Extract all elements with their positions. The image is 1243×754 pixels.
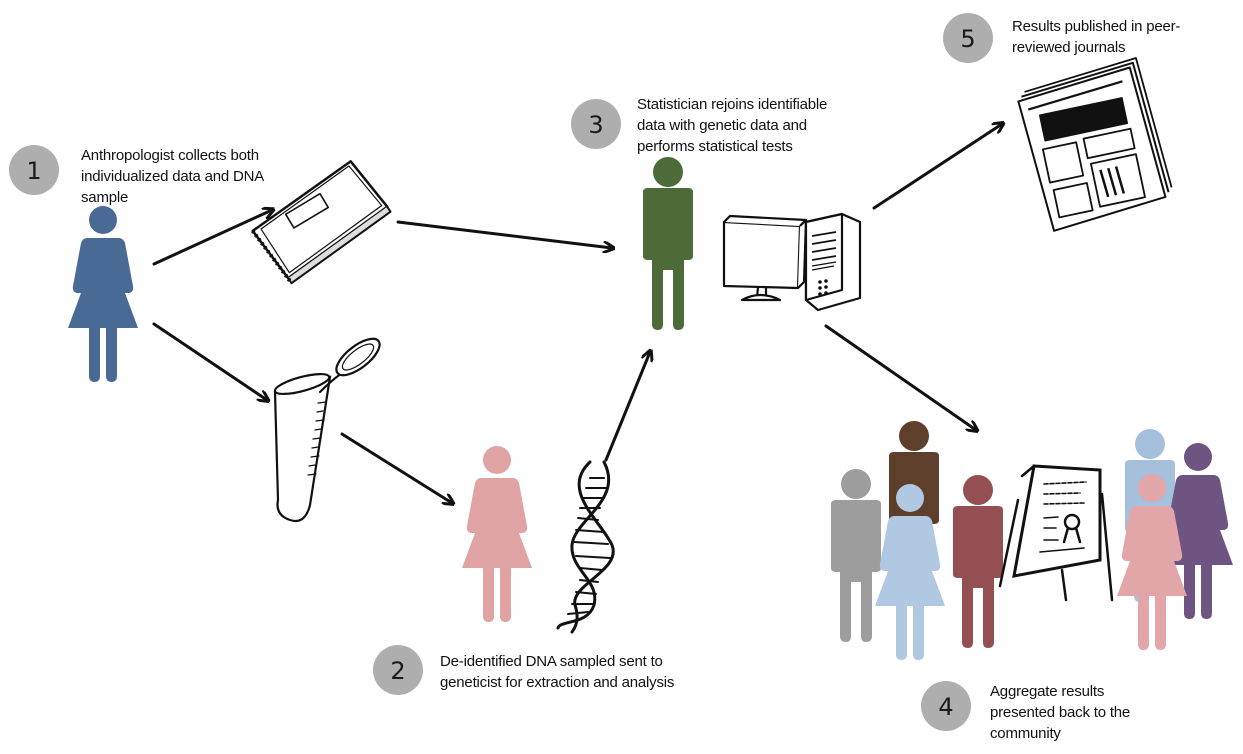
arrow-anthropologist-to-notebook	[152, 210, 272, 266]
step-4-number: 4	[938, 693, 953, 721]
step-2-caption: De-identified DNA sampled sent to geneti…	[440, 651, 674, 693]
caption-line: Results published in peer-	[1012, 18, 1181, 35]
poster-icon	[998, 464, 1114, 602]
step-4-caption: Aggregate results presented back to the …	[990, 681, 1130, 744]
step-5-number: 5	[960, 25, 975, 53]
caption-line: Aggregate results	[990, 683, 1105, 700]
step-4-circle: 4	[921, 681, 971, 731]
step-3-number: 3	[588, 111, 603, 139]
newspaper-icon	[1017, 57, 1173, 232]
arrow-computer-to-community	[824, 324, 976, 430]
anthropologist-icon	[68, 206, 138, 382]
arrow-dna-to-statistician	[604, 352, 650, 462]
community-person-maroon	[953, 475, 1003, 648]
caption-line: Statistician rejoins identifiable	[637, 96, 828, 113]
arrows	[152, 124, 1002, 503]
step-5-caption: Results published in peer- reviewed jour…	[1012, 16, 1180, 58]
caption-line: performs statistical tests	[637, 138, 793, 155]
dna-icon	[556, 460, 615, 634]
computer-icon	[722, 212, 862, 312]
step-1-number: 1	[26, 157, 41, 185]
step-2-circle: 2	[373, 645, 423, 695]
arrow-tube-to-geneticist	[340, 432, 452, 503]
caption-line: sample	[81, 189, 129, 206]
community-person-gray	[831, 469, 881, 642]
caption-line: data with genetic data and	[637, 117, 807, 134]
step-2-number: 2	[390, 657, 405, 685]
caption-line: reviewed journals	[1012, 39, 1126, 56]
step-5-circle: 5	[943, 13, 993, 63]
caption-line: De-identified DNA sampled sent to	[440, 653, 663, 670]
step-3-caption: Statistician rejoins identifiable data w…	[637, 94, 827, 157]
geneticist-icon	[462, 446, 532, 622]
notebook-icon	[251, 160, 392, 285]
step-1-caption: Anthropologist collects both individuali…	[81, 145, 264, 208]
community-group	[831, 421, 1233, 660]
caption-line: geneticist for extraction and analysis	[440, 674, 675, 691]
arrow-notebook-to-statistician	[396, 220, 612, 248]
caption-line: community	[990, 725, 1061, 742]
step-1-circle: 1	[9, 145, 59, 195]
caption-line: individualized data and DNA	[81, 168, 265, 185]
arrow-anthropologist-to-tube	[152, 322, 267, 400]
test-tube-icon	[273, 337, 381, 523]
statistician-icon	[643, 157, 693, 330]
step-3-circle: 3	[571, 99, 621, 149]
arrow-computer-to-journal	[872, 124, 1002, 210]
caption-line: presented back to the	[990, 704, 1131, 721]
caption-line: Anthropologist collects both	[81, 147, 259, 164]
